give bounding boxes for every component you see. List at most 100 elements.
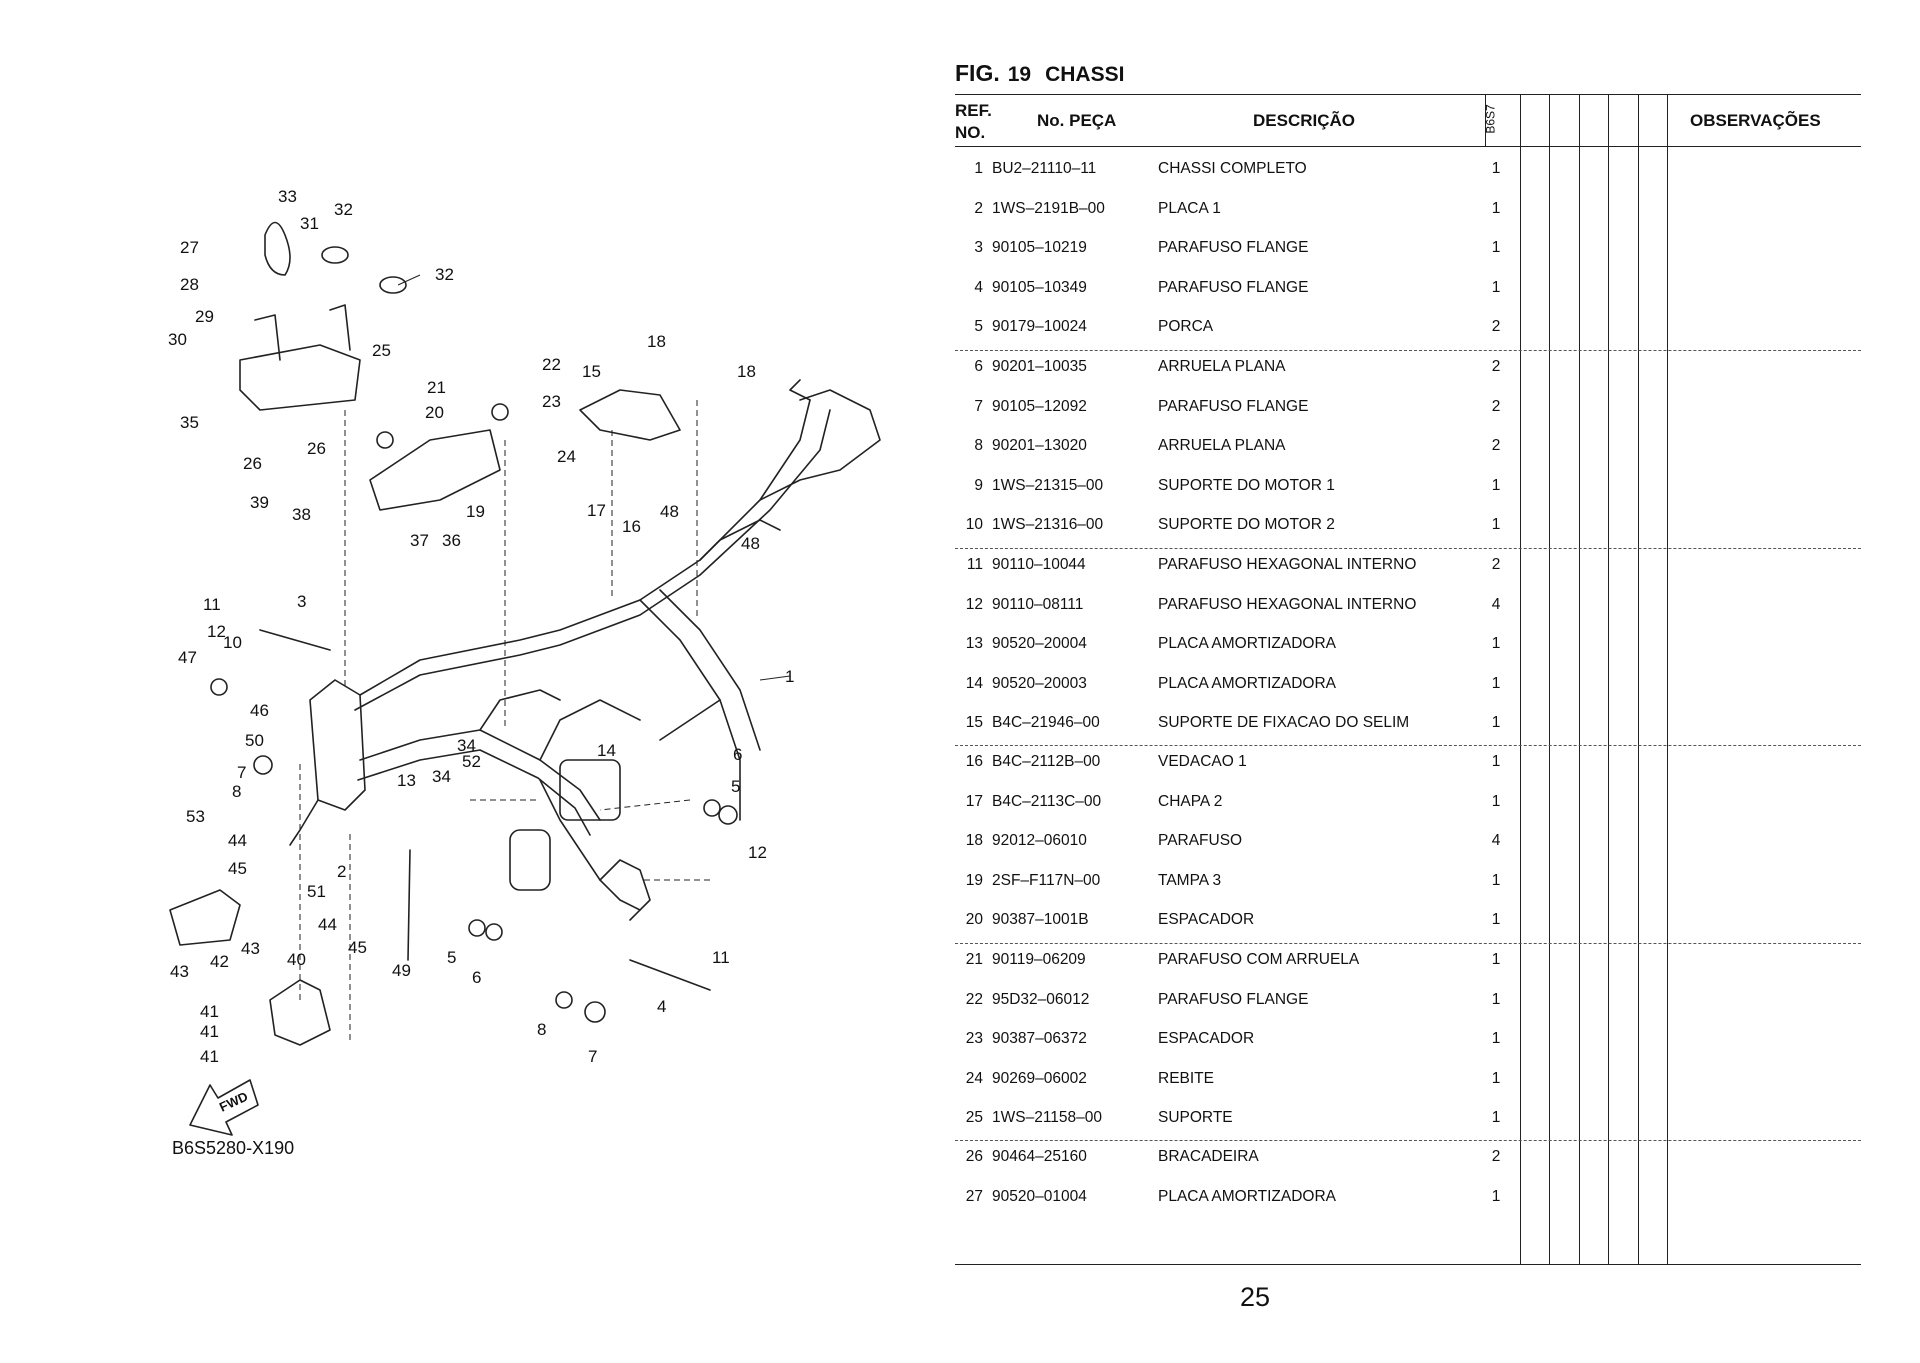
figure-label: FIG.: [955, 60, 1000, 86]
figure-number: 19: [1007, 63, 1032, 86]
callout-number: 27: [180, 238, 199, 257]
quantity: 1: [1491, 753, 1501, 770]
table-header-rule: [955, 146, 1861, 147]
part-number: 1WS–21316–00: [992, 516, 1104, 533]
fwd-label: FWD: [217, 1089, 250, 1115]
ref-number: 18: [965, 832, 983, 849]
quantity: 4: [1491, 595, 1501, 613]
part-description: PLACA AMORTIZADORA: [1158, 674, 1337, 692]
callout-number: 33: [278, 187, 297, 206]
part-description: PORCA: [1158, 318, 1214, 335]
ref-number: 20: [965, 911, 983, 928]
ref-number: 8: [974, 437, 983, 454]
callout-number: 15: [582, 362, 601, 381]
quantity: 1: [1491, 871, 1501, 889]
part-description: PARAFUSO FLANGE: [1158, 239, 1309, 256]
callout-number: 35: [180, 413, 199, 432]
callout-number: 32: [334, 200, 353, 219]
callout-number: 17: [587, 501, 606, 520]
callout-number: 6: [733, 745, 742, 764]
callout-number: 39: [250, 493, 269, 512]
group-separator: [955, 943, 1861, 944]
ref-number: 3: [974, 239, 983, 256]
callout-number: 11: [712, 948, 730, 967]
header-model-code: B6S7: [1484, 98, 1506, 144]
group-separator: [955, 745, 1861, 746]
callout-number: 8: [537, 1020, 546, 1039]
part-number: 90387–1001B: [992, 911, 1089, 928]
quantity: 1: [1491, 635, 1501, 652]
ref-number: 12: [965, 595, 983, 613]
part-description: PLACA AMORTIZADORA: [1158, 1187, 1337, 1205]
header-description: DESCRIÇÃO: [1253, 111, 1356, 130]
ref-number: 1: [974, 160, 983, 177]
column-divider: [1520, 94, 1521, 1264]
quantity: 1: [1491, 674, 1501, 692]
column-divider: [1667, 94, 1668, 1264]
callout-number: 32: [435, 265, 454, 284]
part-description: SUPORTE DO MOTOR 1: [1158, 476, 1335, 494]
part-description: PLACA 1: [1158, 199, 1221, 217]
callout-number: 34: [432, 767, 451, 786]
diagram-code: B6S5280-X190: [172, 1138, 294, 1158]
callout-number: 30: [168, 330, 187, 349]
callout-number: 1: [785, 667, 794, 686]
callout-number: 10: [223, 633, 242, 652]
quantity: 2: [1491, 437, 1501, 454]
ref-number: 4: [974, 278, 983, 296]
header-ref-no: REF.NO.: [955, 100, 992, 144]
part-number: 90520–20003: [992, 674, 1087, 692]
header-part-no: No. PEÇA: [1037, 111, 1117, 130]
callout-number: 6: [472, 968, 481, 987]
quantity: 1: [1491, 476, 1501, 494]
callout-number: 25: [372, 341, 391, 360]
quantity: 2: [1491, 556, 1501, 573]
part-number: 2SF–F117N–00: [992, 871, 1101, 889]
header-ref-line1: REF.: [955, 101, 992, 120]
callout-number: 12: [748, 843, 767, 862]
part-description: CHASSI COMPLETO: [1158, 160, 1307, 177]
part-number: 90269–06002: [992, 1069, 1087, 1087]
callout-number: 16: [622, 517, 641, 536]
quantity: 2: [1491, 318, 1501, 335]
callout-number: 5: [447, 948, 456, 967]
part-description: REBITE: [1158, 1069, 1214, 1087]
callout-number: 36: [442, 531, 461, 550]
part-description: ARRUELA PLANA: [1158, 358, 1286, 375]
callout-number: 29: [195, 307, 214, 326]
part-number: 90119–06209: [992, 951, 1086, 968]
callout-number: 41: [200, 1002, 219, 1021]
quantity: 4: [1491, 832, 1501, 849]
callout-number: 21: [427, 378, 446, 397]
quantity: 1: [1491, 714, 1501, 731]
part-number: 90201–10035: [992, 358, 1087, 375]
callout-number: 42: [210, 952, 229, 971]
ref-number: 26: [965, 1148, 983, 1165]
quantity: 2: [1491, 397, 1501, 415]
callout-number: 48: [660, 502, 679, 521]
callout-number: 18: [737, 362, 756, 381]
part-number: 1WS–21315–00: [992, 476, 1104, 494]
part-description: ESPACADOR: [1158, 1030, 1255, 1047]
column-divider: [1608, 94, 1609, 1264]
callout-number: 23: [542, 392, 561, 411]
part-number: B4C–2112B–00: [992, 753, 1101, 770]
part-number: 90201–13020: [992, 437, 1087, 454]
callout-number: 49: [392, 961, 411, 980]
group-separator: [955, 1140, 1861, 1141]
part-number: B4C–21946–00: [992, 714, 1100, 731]
quantity: 2: [1491, 1148, 1501, 1165]
callout-number: 45: [348, 938, 367, 957]
part-description: SUPORTE DO MOTOR 2: [1158, 516, 1335, 533]
fwd-arrow: FWD: [217, 1089, 250, 1115]
